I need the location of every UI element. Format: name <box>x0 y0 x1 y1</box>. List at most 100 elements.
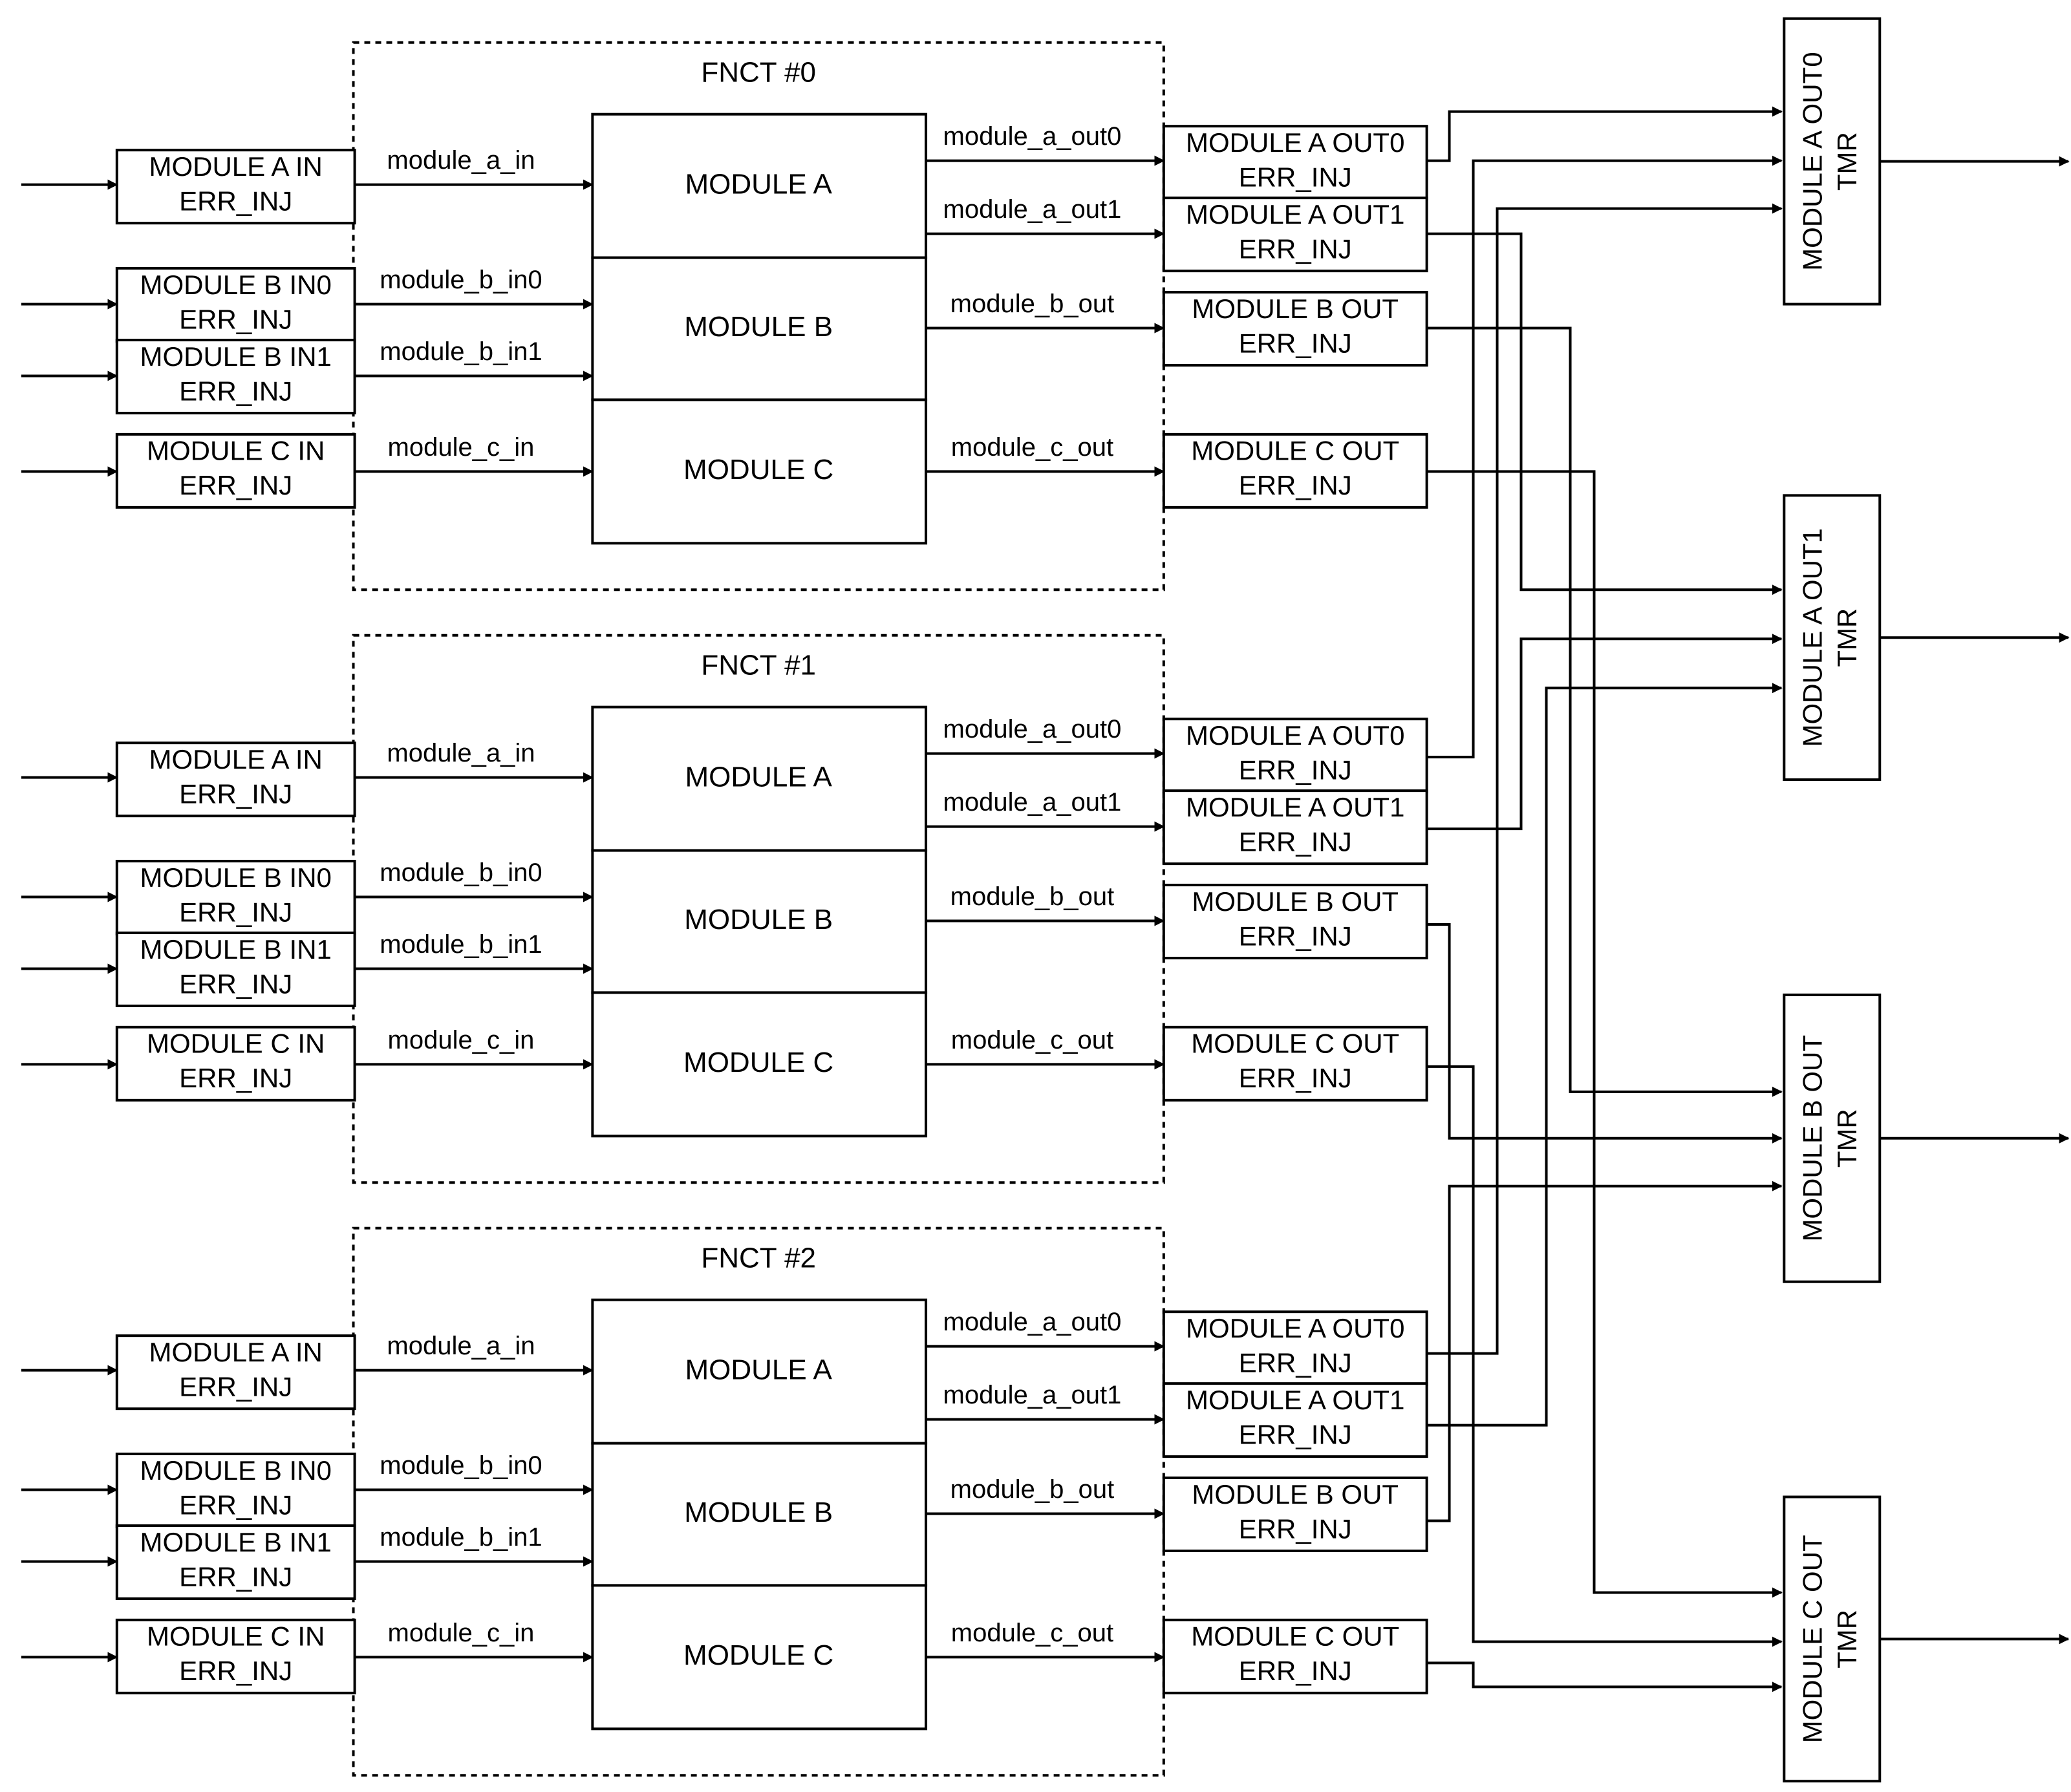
module-label: MODULE B <box>684 1497 833 1528</box>
in-block-name: MODULE B IN1 <box>140 1527 331 1557</box>
module-label: MODULE B <box>684 904 833 935</box>
in-block-name: MODULE B IN0 <box>140 1455 331 1486</box>
module-box <box>591 1298 928 1445</box>
routing-wire <box>1426 1065 1783 1647</box>
signal-label: module_c_out <box>951 1619 1113 1647</box>
out-block-name: MODULE C OUT <box>1191 1029 1399 1059</box>
out-block-name: MODULE A OUT1 <box>1186 1385 1404 1415</box>
out-block-name: MODULE A OUT1 <box>1186 199 1404 229</box>
out-block-name: MODULE A OUT0 <box>1186 720 1404 751</box>
in-block-box <box>115 1334 356 1411</box>
module-label: MODULE A <box>685 761 832 793</box>
out-block-box <box>1162 1310 1428 1387</box>
module-box <box>591 398 928 545</box>
in-block-errinj: ERR_INJ <box>179 968 292 999</box>
out-block-errinj: ERR_INJ <box>1239 328 1352 358</box>
in-block-name: MODULE C IN <box>147 436 325 466</box>
tmr-routing-wires <box>1426 106 1783 1692</box>
out-block-name: MODULE B OUT <box>1192 886 1399 917</box>
in-block-box <box>115 1453 356 1529</box>
voter-name: MODULE A OUT1 <box>1797 528 1828 747</box>
module-box <box>591 1442 928 1587</box>
out-block-errinj: ERR_INJ <box>1239 754 1352 785</box>
out-block-errinj: ERR_INJ <box>1239 1063 1352 1093</box>
routing-wire <box>1426 106 1783 162</box>
in-block-name: MODULE B IN1 <box>140 934 331 965</box>
module-box <box>591 705 928 852</box>
out-err-inj-block: MODULE B OUT ERR_INJ <box>1162 1477 1428 1553</box>
in-block-name: MODULE A IN <box>149 1337 322 1367</box>
in-block-box <box>115 149 356 225</box>
signal-label: module_a_out1 <box>943 195 1122 224</box>
out-block-errinj: ERR_INJ <box>1239 1419 1352 1449</box>
out-block-name: MODULE A OUT0 <box>1186 127 1404 158</box>
signal-label: module_b_out <box>950 290 1115 318</box>
in-block-name: MODULE A IN <box>149 151 322 182</box>
signal-label: module_b_out <box>950 1475 1115 1504</box>
in-block-box <box>115 860 356 936</box>
signal-label: module_c_out <box>951 1026 1113 1054</box>
signal-label: module_b_in1 <box>380 337 542 366</box>
out-block-name: MODULE A OUT1 <box>1186 792 1404 822</box>
routing-wire <box>1426 1661 1783 1692</box>
out-block-errinj: ERR_INJ <box>1239 826 1352 857</box>
signal-label: module_c_in <box>388 433 535 462</box>
in-block-errinj: ERR_INJ <box>179 897 292 927</box>
out-block-box <box>1162 1477 1428 1553</box>
signal-label: module_b_in0 <box>380 266 542 294</box>
out-block-box <box>1162 291 1428 367</box>
fnct-title: FNCT #1 <box>701 650 816 681</box>
out-block-errinj: ERR_INJ <box>1239 1513 1352 1544</box>
out-err-inj-block: MODULE C OUT ERR_INJ <box>1162 1025 1428 1102</box>
signal-label: module_b_in1 <box>380 1523 542 1552</box>
out-block-errinj: ERR_INJ <box>1239 162 1352 192</box>
module-label: MODULE C <box>683 1639 833 1671</box>
in-block-errinj: ERR_INJ <box>179 1063 292 1093</box>
fnct-title: FNCT #2 <box>701 1243 816 1274</box>
out-block-errinj: ERR_INJ <box>1239 1656 1352 1686</box>
out-block-box <box>1162 1025 1428 1102</box>
routing-wire <box>1426 683 1783 1427</box>
in-block-errinj: ERR_INJ <box>179 470 292 500</box>
out-block-errinj: ERR_INJ <box>1239 921 1352 951</box>
in-err-inj-block: MODULE C IN ERR_INJ <box>115 432 356 509</box>
in-block-errinj: ERR_INJ <box>179 1489 292 1520</box>
voter-box <box>1783 494 1882 782</box>
signal-label: module_a_out0 <box>943 1308 1122 1336</box>
routing-wire <box>1426 232 1783 595</box>
voter-name: MODULE B OUT <box>1797 1035 1828 1242</box>
in-block-box <box>115 1524 356 1600</box>
voter-tmr: TMR <box>1832 1610 1862 1669</box>
module-box <box>591 1584 928 1731</box>
signal-label: module_a_out0 <box>943 122 1122 151</box>
signal-label: module_c_out <box>951 433 1113 462</box>
out-block-name: MODULE B OUT <box>1192 1479 1399 1509</box>
out-block-box <box>1162 1382 1428 1458</box>
module-label: MODULE A <box>685 1354 832 1385</box>
voter-tmr: TMR <box>1832 132 1862 191</box>
signal-label: module_b_in1 <box>380 930 542 959</box>
out-err-inj-block: MODULE B OUT ERR_INJ <box>1162 884 1428 960</box>
in-block-errinj: ERR_INJ <box>179 1561 292 1592</box>
voter-name: MODULE A OUT0 <box>1797 52 1828 270</box>
signal-label: module_c_in <box>388 1619 535 1647</box>
